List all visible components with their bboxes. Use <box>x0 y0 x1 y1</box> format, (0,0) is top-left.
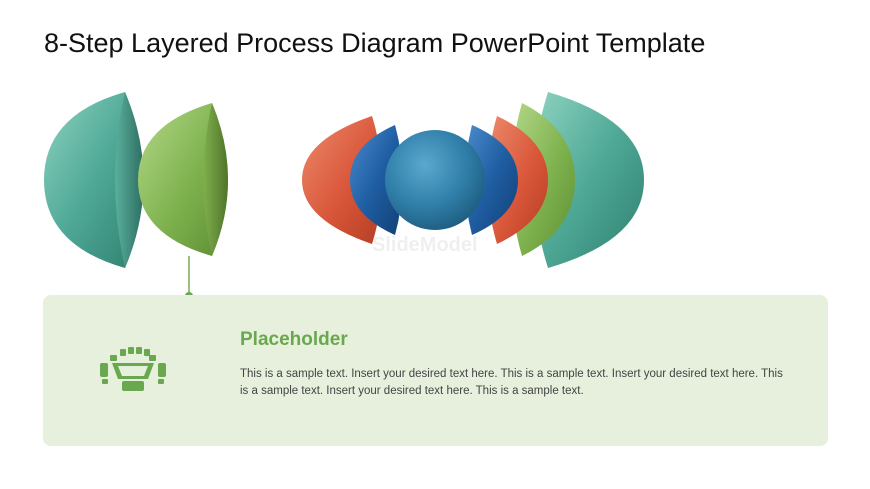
panel-heading: Placeholder <box>240 329 348 350</box>
left-teal-lens-inner <box>115 92 144 268</box>
description-panel: Placeholder This is a sample text. Inser… <box>43 295 828 446</box>
left-blue-lens <box>350 125 403 235</box>
panel-body-text: This is a sample text. Insert your desir… <box>240 368 783 397</box>
watermark: SlideModel <box>372 234 478 256</box>
left-green-lens-inner <box>203 103 228 256</box>
slide-title: 8-Step Layered Process Diagram PowerPoin… <box>44 28 706 58</box>
left-green-lens <box>138 103 228 256</box>
right-blue-lens <box>465 125 518 235</box>
conference-table-icon <box>100 347 166 391</box>
center-sphere <box>385 130 485 230</box>
